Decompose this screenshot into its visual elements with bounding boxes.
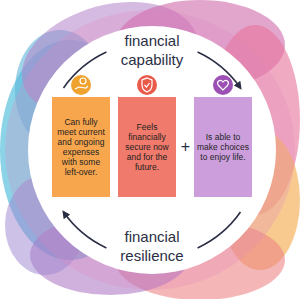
cycle-arc [198,212,241,248]
heart-icon [213,75,233,95]
process-box: Feels financially secure now and for the… [118,97,176,197]
money-hand-icon [71,75,91,95]
cycle-arc [64,52,107,88]
process-box: Is able to make choices to enjoy life. [194,97,252,197]
shield-icon [137,75,157,95]
box-text: Is able to make choices to enjoy life. [197,132,249,162]
cycle-label: financial capability [92,31,212,69]
box-content: Feels financially secure now and for the… [121,122,173,172]
cycle-label: financial resilience [92,227,212,265]
process-box: Can fully meet current and ongoing expen… [52,97,110,197]
box-content: Can fully meet current and ongoing expen… [55,117,107,177]
cycle-arc [64,212,107,248]
box-text: Feels financially secure now and for the… [121,122,173,172]
box-content: Is able to make choices to enjoy life. [197,132,249,162]
box-text: Can fully meet current and ongoing expen… [55,117,107,177]
plus-sign: + [177,138,194,156]
